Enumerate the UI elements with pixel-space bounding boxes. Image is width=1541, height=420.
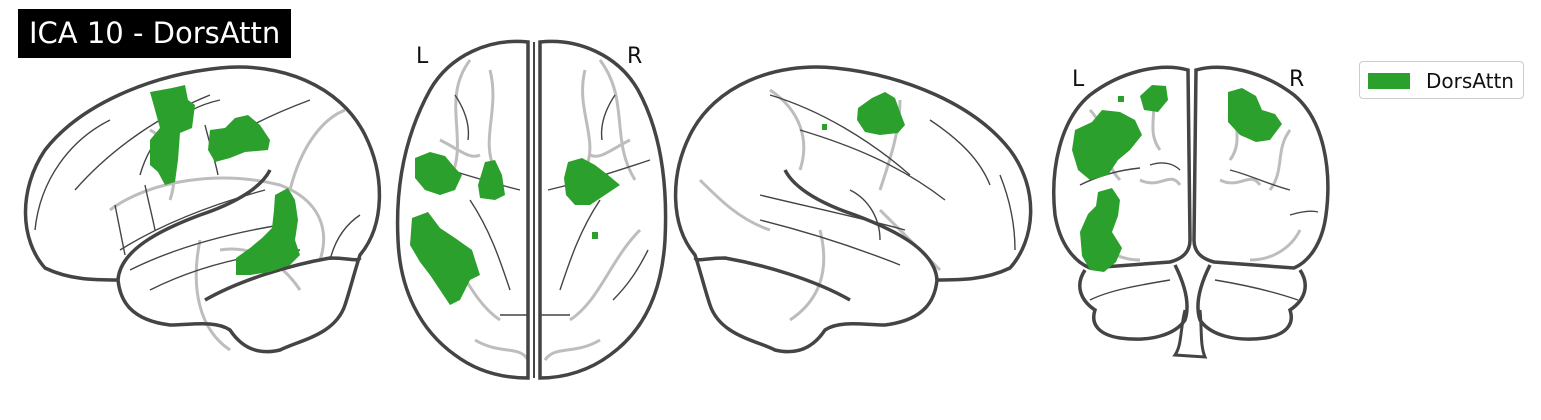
coronal-right-cerebellum: [1196, 264, 1307, 341]
figure-title: ICA 10 - DorsAttn: [18, 9, 292, 58]
coronal-left-hemisphere: [1052, 65, 1192, 270]
sagittal-left-activation: [150, 85, 300, 275]
sagittal-right-gyri: [759, 94, 1016, 266]
legend-swatch: [1368, 73, 1410, 89]
coronal-gyri: [1079, 162, 1319, 301]
axial-left-label: L: [416, 44, 429, 69]
sagittal-left-view: [23, 65, 382, 354]
sagittal-left-sulci: [109, 108, 346, 352]
coronal-right-label: R: [1289, 67, 1305, 92]
coronal-right-hemisphere: [1192, 65, 1330, 270]
sagittal-right-view: [673, 65, 1033, 354]
coronal-view: [1052, 65, 1330, 359]
coronal-left-cerebellum: [1078, 264, 1189, 341]
axial-right-hemisphere: [538, 39, 668, 380]
axial-right-label: R: [627, 44, 643, 69]
axial-left-hemisphere: [395, 39, 530, 380]
axial-activation: [410, 152, 620, 305]
sagittal-right-outline: [673, 65, 1033, 354]
coronal-left-label: L: [1072, 67, 1085, 92]
coronal-brainstem: [1172, 309, 1208, 359]
legend: DorsAttn: [1359, 61, 1524, 99]
coronal-activation: [1072, 85, 1282, 272]
legend-label: DorsAttn: [1426, 69, 1514, 93]
axial-view: [395, 39, 668, 380]
sagittal-right-activation: [822, 92, 905, 135]
